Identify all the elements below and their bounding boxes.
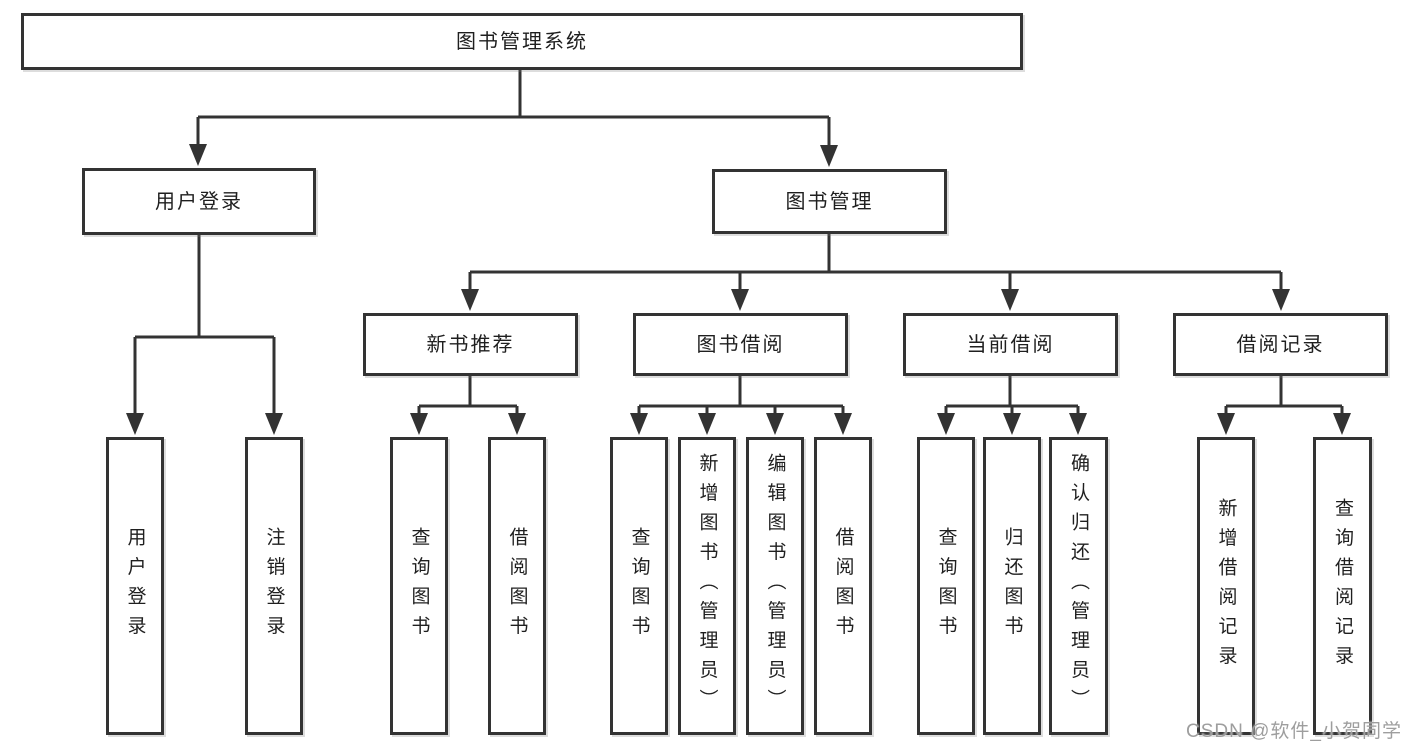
leaf-add-book-admin: 新增图书（管理员）: [678, 437, 736, 735]
leaf-query-books-recommend: 查询图书: [390, 437, 448, 735]
leaf-user-login: 用户登录: [106, 437, 164, 735]
node-book-borrowing: 图书借阅: [633, 313, 848, 376]
connector-book-borrowing-branch: [630, 376, 852, 435]
connector-current-borrowing-branch: [937, 376, 1087, 435]
node-new-book-recommendation: 新书推荐: [363, 313, 578, 376]
leaf-query-borrow-record: 查询借阅记录: [1313, 437, 1372, 735]
leaf-edit-book-admin: 编辑图书（管理员）: [746, 437, 804, 735]
leaf-logout: 注销登录: [245, 437, 303, 735]
node-root: 图书管理系统: [21, 13, 1023, 70]
leaf-query-books-borrowing: 查询图书: [610, 437, 668, 735]
leaf-confirm-return-admin: 确认归还（管理员）: [1049, 437, 1108, 735]
node-borrowing-records: 借阅记录: [1173, 313, 1388, 376]
leaf-add-borrow-record: 新增借阅记录: [1197, 437, 1255, 735]
leaf-query-books-current: 查询图书: [917, 437, 975, 735]
connector-root-to-level2: [189, 69, 838, 167]
node-user-login: 用户登录: [82, 168, 316, 235]
node-current-borrowing: 当前借阅: [903, 313, 1118, 376]
leaf-borrow-books-recommend: 借阅图书: [488, 437, 546, 735]
leaf-borrow-books-borrowing: 借阅图书: [814, 437, 872, 735]
connector-book-management-to-level3: [461, 234, 1290, 311]
connector-user-login-branch: [126, 235, 283, 435]
leaf-return-books: 归还图书: [983, 437, 1041, 735]
node-book-management: 图书管理: [712, 169, 947, 234]
connector-new-book-recommendation-branch: [410, 376, 526, 435]
watermark: CSDN @软件_小贺同学: [1186, 721, 1402, 742]
connector-borrowing-records-branch: [1217, 376, 1351, 435]
